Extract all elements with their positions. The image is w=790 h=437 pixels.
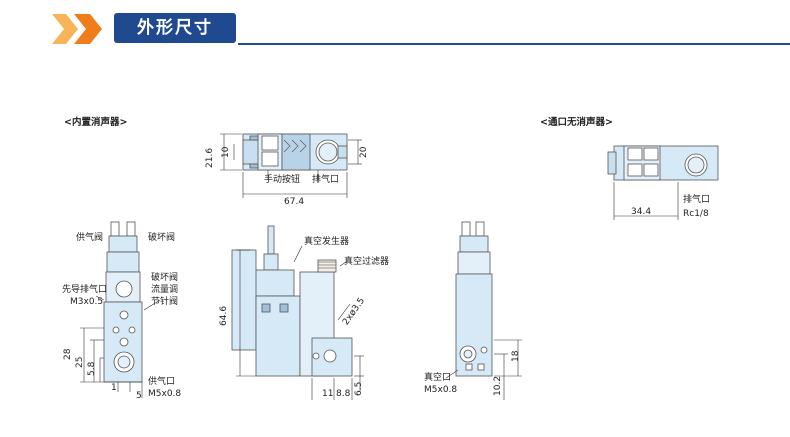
vacuum-thread-label: M5x0.8: [424, 385, 458, 395]
break-flow-label-1: 破坏阀: [151, 273, 179, 283]
top-view-body: [242, 133, 348, 171]
page-title: 外形尺寸: [137, 18, 213, 38]
dim-right-h1: 18: [511, 350, 521, 362]
dim-left-h2: 25: [75, 356, 85, 368]
vacuum-filter-label: 真空过滤器: [344, 257, 390, 267]
pilot-exhaust-label: 先导排气口: [62, 285, 108, 295]
dim-left-b1: 1: [111, 383, 117, 393]
section-label-port-no-silencer: <通口无消声器>: [540, 117, 613, 128]
dim-top-right: 20: [359, 146, 369, 158]
vacuum-port-label: 真空口: [424, 373, 452, 383]
break-valve-label: 破坏阀: [148, 233, 176, 243]
dim-top-inner: 10: [221, 146, 231, 158]
pilot-thread-label: M3x0.5: [70, 297, 104, 307]
manual-button-label: 手动按钮: [264, 175, 301, 185]
rc-thread-label: Rc1/8: [683, 209, 709, 219]
break-flow-label-3: 节针阀: [151, 297, 179, 307]
dim-mid-b2: 8.8: [336, 389, 351, 399]
dim-mid-height: 64.6: [219, 305, 229, 326]
dim-mid-b3: 6.5: [354, 381, 364, 396]
right-view-body: [455, 221, 493, 377]
supply-thread-label: M5x0.8: [148, 389, 182, 399]
dim-left-h1: 28: [63, 348, 73, 360]
title-box: 外形尺寸: [114, 13, 236, 43]
vacuum-generator-label: 真空发生器: [304, 237, 350, 247]
dim-top-height: 21.6: [205, 147, 215, 168]
left-view-body: [103, 221, 143, 383]
dim-right-h2: 10.2: [493, 375, 503, 396]
header-rule: [238, 43, 790, 45]
dim-mid-b1: 11: [322, 389, 334, 399]
section-header: 外形尺寸: [0, 0, 790, 50]
right-top-view-body: [607, 145, 719, 181]
section-label-builtin-silencer: <内置消声器>: [64, 117, 128, 128]
dim-right-top-width: 34.4: [631, 207, 652, 217]
supply-port-label: 供气口: [148, 377, 176, 387]
dim-top-width: 67.4: [284, 197, 305, 207]
chevron-double-icon: [52, 14, 102, 44]
front-view-body: [231, 225, 353, 377]
supply-valve-label: 供气阀: [76, 233, 104, 243]
exhaust-port-label: 排气口: [312, 175, 340, 185]
dim-left-b2: 5: [136, 391, 142, 401]
exhaust-port-right-label: 排气口: [683, 195, 711, 205]
break-flow-label-2: 流量调: [151, 285, 179, 295]
dim-left-h3: 5.8: [87, 361, 97, 376]
